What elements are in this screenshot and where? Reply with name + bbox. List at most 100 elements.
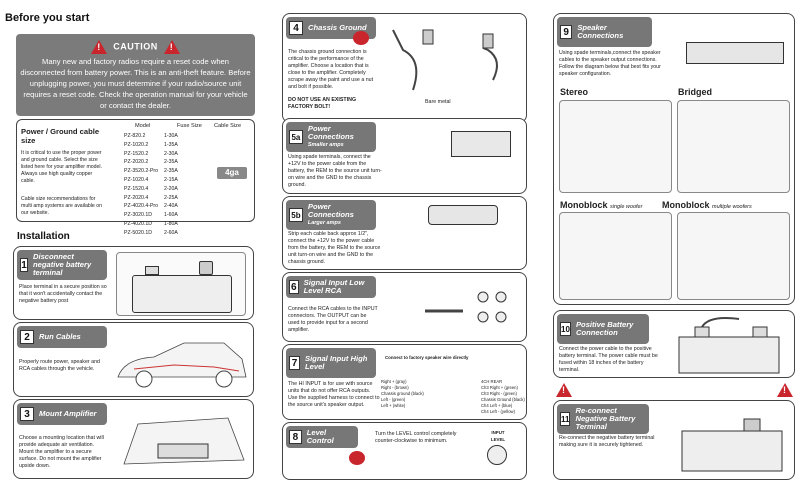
model-row: PZ-1020.4 2-15A xyxy=(124,177,182,184)
step-4-warning: DO NOT USE AN EXISTING FACTORY BOLT! xyxy=(288,97,357,110)
rear-wire-label: Chassis Ground (black) xyxy=(481,397,525,402)
step-4-card: 4 Chassis Ground The chassis ground conne… xyxy=(282,13,527,123)
monoblock-single-label: Monoblock single woofer xyxy=(560,200,642,210)
warning-icon xyxy=(353,31,369,45)
rear-wire-label: Ch4 Left - (yellow) xyxy=(481,409,515,414)
step-6-text: Connect the RCA cables to the INPUT conn… xyxy=(288,306,378,333)
step-number: 2 xyxy=(20,330,34,344)
step-number: 8 xyxy=(289,430,302,444)
stereo-diagram xyxy=(559,100,672,193)
step-8-header: 8 Level Control xyxy=(286,426,358,448)
step-number: 5a xyxy=(289,130,303,144)
model-cell: PZ-2020.4 xyxy=(124,194,149,201)
model-cell: 2-30A xyxy=(164,150,178,157)
model-cell: PZ-1020.4 xyxy=(124,176,149,183)
bare-metal-label: Bare metal xyxy=(425,99,451,105)
model-cell: PZ-5020.1D xyxy=(124,229,152,236)
spade-terminal-illustration xyxy=(393,125,523,190)
step-title: Level Control xyxy=(306,428,334,445)
high-level-diagram-title: Connect to factory speaker wire directly xyxy=(385,355,469,360)
warning-icon xyxy=(349,451,365,465)
model-cell: 1-35A xyxy=(164,141,178,148)
monoblock-sublabel: single woofer xyxy=(610,204,643,210)
step-subtitle: Smaller amps xyxy=(307,142,344,148)
step-11-text: Re-connect the negative battery terminal… xyxy=(559,435,655,448)
model-cell: PZ-2020.2 xyxy=(124,159,149,166)
wire-label: Chassis ground (black) xyxy=(381,391,424,396)
model-row: PZ-2020.2 2-35A xyxy=(124,159,182,166)
model-cell: 2-15A xyxy=(164,176,178,183)
model-cell: PZ-1020.2 xyxy=(124,141,149,148)
power-ground-card: Power / Ground cable size It is critical… xyxy=(16,119,255,236)
monoblock-label: Monoblock xyxy=(662,200,710,210)
step-number: 10 xyxy=(560,322,571,336)
step-8-text: Turn the LEVEL control completely counte… xyxy=(375,431,457,444)
monoblock-sublabel: multiple woofers xyxy=(712,204,752,210)
model-cell: PZ-3520.2-Pro xyxy=(124,168,159,175)
step-title: Speaker Connections xyxy=(577,23,624,40)
step-title: Mount Amplifier xyxy=(39,409,97,418)
power-terminal-block-illustration xyxy=(428,205,498,225)
positive-battery-illustration xyxy=(678,317,780,374)
step-5b-text: Strip each cable back approx 1/2", conne… xyxy=(288,231,381,265)
warning-icon xyxy=(556,381,572,397)
step-number: 1 xyxy=(20,258,28,272)
model-cell: 1-60A xyxy=(164,212,178,219)
model-row: PZ-3020.1D 1-60A xyxy=(124,212,182,219)
step-3-text: Choose a mounting location that will pro… xyxy=(19,435,104,469)
step-number: 9 xyxy=(560,25,573,39)
step-title: Run Cables xyxy=(39,332,81,341)
negative-battery-illustration xyxy=(681,418,783,472)
model-cell: PZ-1520.4 xyxy=(124,185,149,192)
model-cell: 1-80A xyxy=(164,220,178,227)
rear-wire-label: Ch3 Right - (green) xyxy=(481,391,517,396)
wire-label: Right + (gray) xyxy=(381,379,407,384)
model-row: PZ-5020.1D 2-60A xyxy=(124,230,182,237)
step-7-text: The HI INPUT is for use with source unit… xyxy=(288,381,380,408)
step-title: Chassis Ground xyxy=(308,23,367,32)
step-1-header: 1 Disconnect negative battery terminal xyxy=(17,250,107,280)
model-row: PZ-1020.2 1-35A xyxy=(124,142,182,149)
model-cell: PZ-3020.1D xyxy=(124,212,152,219)
warning-icon xyxy=(91,40,108,54)
power-ground-intro: It is critical to use the proper power a… xyxy=(21,150,103,184)
step-number: 6 xyxy=(289,280,299,294)
warning-icon xyxy=(777,381,793,397)
installation-heading: Installation xyxy=(17,231,70,242)
model-cell: 2-20A xyxy=(164,185,178,192)
step-number: 7 xyxy=(289,356,300,370)
model-cell: 2-40A xyxy=(164,203,178,210)
step-1-text: Place terminal in a secure position so t… xyxy=(19,284,107,304)
model-cell: 2-35A xyxy=(164,159,178,166)
step-title: Re-connect Negative Battery Terminal xyxy=(575,406,636,431)
bridged-label: Bridged xyxy=(678,87,713,97)
monoblock-single-diagram xyxy=(559,212,672,300)
monoblock-multi-diagram xyxy=(677,212,790,300)
step-number: 4 xyxy=(289,21,303,35)
rear-wire-label: Ch3 Right + (green) xyxy=(481,385,518,390)
monoblock-label: Monoblock xyxy=(560,200,608,210)
rear-wire-label: 4CH REAR xyxy=(481,379,503,384)
step-2-header: 2 Run Cables xyxy=(17,326,107,348)
step-5a-text: Using spade terminals, connect the +12V … xyxy=(288,154,382,188)
rca-illustration xyxy=(425,291,507,323)
wire-label: Left - (green) xyxy=(381,397,406,402)
step-title: Disconnect negative battery terminal xyxy=(32,252,92,277)
power-ground-note: Cable size recommendations for multi amp… xyxy=(21,196,103,216)
col-fuse: Fuse Size xyxy=(177,123,202,129)
step-subtitle: Larger amps xyxy=(307,220,341,226)
step-title: Positive Battery Connection xyxy=(575,320,634,337)
model-cell: 2-60A xyxy=(164,229,178,236)
model-cell: PZ-4020.1D xyxy=(124,220,152,227)
step-4-text: The chassis ground connection is critica… xyxy=(288,49,374,90)
